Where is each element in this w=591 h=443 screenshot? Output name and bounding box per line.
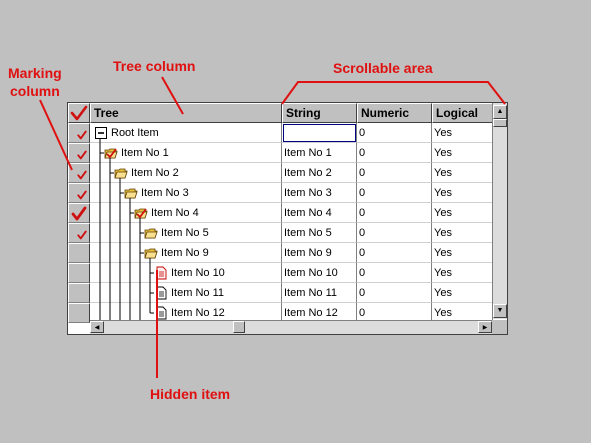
string-cell[interactable]: Item No 10 xyxy=(282,263,357,283)
mark-cell[interactable] xyxy=(68,203,90,223)
string-cell[interactable]: Item No 5 xyxy=(282,223,357,243)
checkmark-icon xyxy=(77,190,87,200)
tree-cell[interactable] xyxy=(90,163,282,183)
folder-open-icon xyxy=(144,228,158,239)
tree-item-label[interactable]: Item No 9 xyxy=(161,247,209,259)
mark-cell[interactable] xyxy=(68,263,90,283)
checkmark-icon xyxy=(77,170,87,180)
string-cell[interactable]: Item No 3 xyxy=(282,183,357,203)
string-cell[interactable]: Item No 11 xyxy=(282,283,357,303)
tree-cell[interactable] xyxy=(90,203,282,223)
tree-item-label[interactable]: Item No 12 xyxy=(171,307,225,319)
checkmark-icon xyxy=(77,130,87,140)
numeric-cell[interactable]: 0 xyxy=(357,263,432,283)
mark-cell[interactable] xyxy=(68,123,90,143)
tree-cell[interactable] xyxy=(90,183,282,203)
folder-open-icon xyxy=(124,188,138,199)
minus-box-icon xyxy=(95,127,107,139)
tree-cell[interactable] xyxy=(90,263,282,283)
tree-cell[interactable] xyxy=(90,223,282,243)
tree-column-callout: Tree column xyxy=(113,58,196,74)
tree-item-label[interactable]: Item No 3 xyxy=(141,187,189,199)
string-cell[interactable]: Item No 2 xyxy=(282,163,357,183)
scroll-up-button[interactable]: ▲ xyxy=(493,105,507,119)
mark-cell[interactable] xyxy=(68,223,90,243)
string-cell[interactable] xyxy=(282,123,357,143)
numeric-cell[interactable]: 0 xyxy=(357,163,432,183)
checkmark-icon xyxy=(77,150,87,160)
mark-cell[interactable] xyxy=(68,163,90,183)
mark-cell[interactable] xyxy=(68,283,90,303)
numeric-cell[interactable]: 0 xyxy=(357,243,432,263)
check-all-icon xyxy=(70,105,88,121)
document-red-icon xyxy=(156,266,167,280)
string-cell[interactable]: Item No 9 xyxy=(282,243,357,263)
tree-item-label[interactable]: Item No 1 xyxy=(121,147,169,159)
numeric-cell[interactable]: 0 xyxy=(357,183,432,203)
string-cell[interactable]: Item No 4 xyxy=(282,203,357,223)
header-string[interactable]: String xyxy=(282,103,357,123)
scroll-left-button[interactable]: ◀ xyxy=(90,321,104,333)
folder-check-icon xyxy=(104,148,118,159)
scrollable-area-callout: Scrollable area xyxy=(333,60,433,76)
marking-column-callout-line1: Marking xyxy=(8,65,62,81)
header-numeric[interactable]: Numeric xyxy=(357,103,432,123)
horizontal-scroll-thumb[interactable] xyxy=(233,321,245,333)
header-mark-all[interactable] xyxy=(68,103,90,123)
tree-cell[interactable] xyxy=(90,243,282,263)
vertical-scroll-thumb[interactable] xyxy=(493,119,507,127)
tree-item-label[interactable]: Item No 4 xyxy=(151,207,199,219)
mark-cell[interactable] xyxy=(68,183,90,203)
tree-cell[interactable] xyxy=(90,123,282,143)
numeric-cell[interactable]: 0 xyxy=(357,123,432,143)
mark-cell[interactable] xyxy=(68,303,90,323)
marking-column-callout-line2: column xyxy=(10,83,60,99)
tree-item-label[interactable]: Item No 2 xyxy=(131,167,179,179)
folder-check-icon xyxy=(134,208,148,219)
mark-cell[interactable] xyxy=(68,243,90,263)
scrollbar-corner xyxy=(492,320,507,334)
numeric-cell[interactable]: 0 xyxy=(357,223,432,243)
tree-item-label[interactable]: Item No 10 xyxy=(171,267,225,279)
scroll-right-button[interactable]: ▶ xyxy=(478,321,492,333)
folder-open-icon xyxy=(144,248,158,259)
tree-item-label[interactable]: Item No 11 xyxy=(171,287,224,299)
tree-cell[interactable] xyxy=(90,283,282,303)
tree-item-label[interactable]: Item No 5 xyxy=(161,227,209,239)
checkmark-icon xyxy=(71,206,87,221)
hidden-item-callout: Hidden item xyxy=(150,386,231,402)
string-cell[interactable]: Item No 1 xyxy=(282,143,357,163)
scroll-down-button[interactable]: ▼ xyxy=(493,304,507,318)
folder-open-icon xyxy=(114,168,128,179)
tree-item-label[interactable]: Root Item xyxy=(111,127,159,139)
header-tree[interactable]: Tree xyxy=(90,103,282,123)
vertical-scrollbar[interactable]: ▲ ▼ xyxy=(492,103,507,319)
numeric-cell[interactable]: 0 xyxy=(357,283,432,303)
mark-cell[interactable] xyxy=(68,143,90,163)
tree-cell[interactable] xyxy=(90,143,282,163)
numeric-cell[interactable]: 0 xyxy=(357,143,432,163)
horizontal-scrollbar[interactable]: ◀ ▶ xyxy=(90,320,493,334)
numeric-cell[interactable]: 0 xyxy=(357,203,432,223)
checkmark-icon xyxy=(77,230,87,240)
tree-connector-lines xyxy=(99,138,154,323)
document-icon xyxy=(156,286,167,300)
